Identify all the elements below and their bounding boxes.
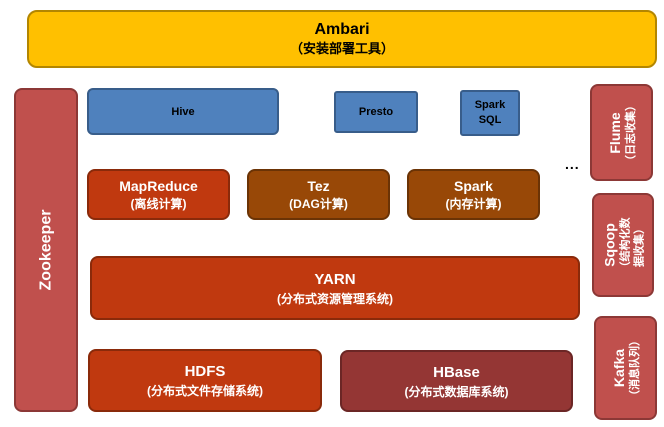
kafka-subtitle: （消息队列） <box>628 335 641 401</box>
sqoop-subtitle-line1: （结构化数 <box>619 217 631 273</box>
sqoop-box: Sqoop （结构化数 据收集） <box>592 193 654 297</box>
spark-sql-label-line1: Spark <box>474 99 506 111</box>
sqoop-title: Sqoop <box>601 223 617 267</box>
hive-box: Hive <box>87 88 279 135</box>
hdfs-title: HDFS <box>184 363 226 380</box>
mapreduce-title: MapReduce <box>119 177 198 194</box>
spark-title: Spark <box>454 177 493 194</box>
hdfs-subtitle: (分布式文件存储系统) <box>147 384 263 398</box>
yarn-title: YARN <box>314 270 356 288</box>
flume-box: Flume （日志收集） <box>590 84 653 181</box>
zookeeper-box: Zookeeper <box>14 88 78 412</box>
kafka-title: Kafka <box>610 348 627 388</box>
spark-subtitle: (内存计算) <box>445 196 502 211</box>
presto-label: Presto <box>358 106 394 118</box>
ambari-box: Ambari （安装部署工具） <box>27 10 657 68</box>
yarn-box: YARN (分布式资源管理系统) <box>90 256 580 320</box>
zookeeper-label: Zookeeper <box>37 209 55 291</box>
flume-title: Flume <box>606 111 623 154</box>
hbase-box: HBase (分布式数据库系统) <box>340 350 573 412</box>
ambari-title: Ambari <box>314 21 370 38</box>
tez-title: Tez <box>307 177 330 194</box>
spark-sql-box: Spark SQL <box>460 90 520 136</box>
hdfs-box: HDFS (分布式文件存储系统) <box>88 349 322 412</box>
spark-box: Spark (内存计算) <box>407 169 540 220</box>
sqoop-subtitle-line2: 据收集） <box>633 223 645 267</box>
yarn-subtitle: (分布式资源管理系统) <box>277 291 393 306</box>
tez-subtitle: (DAG计算) <box>289 196 348 211</box>
kafka-box: Kafka （消息队列） <box>594 316 657 420</box>
presto-box: Presto <box>334 91 418 133</box>
mapreduce-subtitle: (离线计算) <box>130 196 187 211</box>
hive-label: Hive <box>171 105 195 118</box>
hbase-title: HBase <box>433 363 480 381</box>
spark-sql-label-line2: SQL <box>478 114 502 126</box>
hbase-subtitle: (分布式数据库系统) <box>404 384 509 399</box>
tez-box: Tez (DAG计算) <box>247 169 390 220</box>
mapreduce-box: MapReduce (离线计算) <box>87 169 230 220</box>
flume-subtitle: （日志收集） <box>624 99 637 166</box>
more-ellipsis: ... <box>565 156 580 172</box>
ambari-subtitle: （安装部署工具） <box>289 41 394 56</box>
